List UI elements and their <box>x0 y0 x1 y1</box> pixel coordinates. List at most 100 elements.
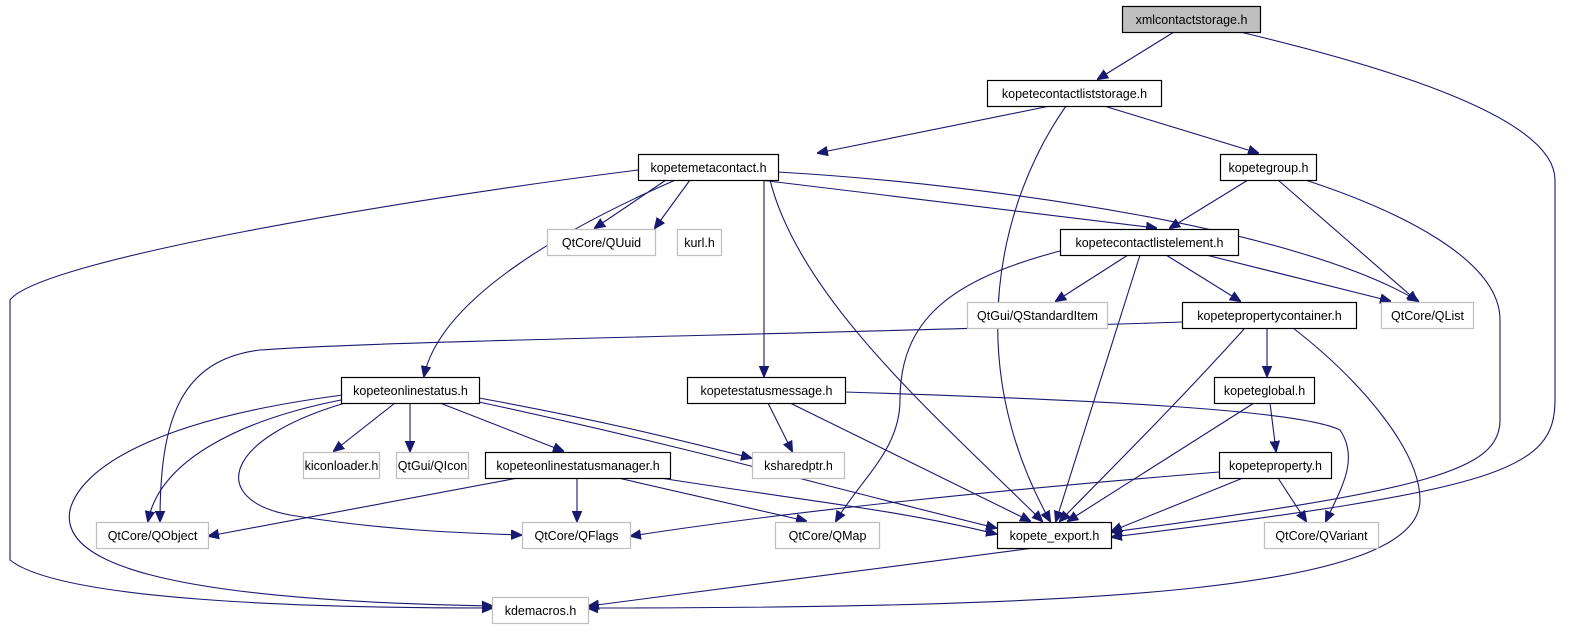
node-qtgui_qicon: QtGui/QIcon <box>395 451 470 480</box>
node-kopeteonlinestatusmanager[interactable]: kopeteonlinestatusmanager.h <box>484 451 672 480</box>
edge-kopetecontactlistelement-to-kopetepropertycontainer <box>1165 254 1240 301</box>
edge-kopeteonlinestatus-to-kopete_export <box>478 401 996 528</box>
node-box <box>1181 301 1358 330</box>
node-kopeteproperty[interactable]: kopeteproperty.h <box>1218 451 1333 480</box>
node-label: kopeteonlinestatus.h <box>353 384 468 398</box>
node-label: kopetecontactliststorage.h <box>1002 87 1147 101</box>
node-box <box>1059 228 1240 257</box>
node-label: kopetecontactlistelement.h <box>1075 236 1223 250</box>
node-label: QtGui/QIcon <box>398 459 468 473</box>
node-label: kopetepropertycontainer.h <box>1197 309 1342 323</box>
node-label: kopete_export.h <box>1010 529 1100 543</box>
edge-kopetecontactliststorage-to-kopete_export <box>997 105 1067 521</box>
node-box <box>774 521 881 550</box>
node-kopete_export[interactable]: kopete_export.h <box>996 521 1113 550</box>
edge-kopeteonlinestatus-to-kdemacros <box>68 394 492 606</box>
node-kopetemetacontact[interactable]: kopetemetacontact.h <box>637 153 780 182</box>
node-label: ksharedptr.h <box>764 459 833 473</box>
nodes-layer: xmlcontactstorage.h kopetecontactliststor… <box>95 5 1475 625</box>
node-box <box>637 153 780 182</box>
node-label: QtGui/QStandardItem <box>977 309 1098 323</box>
edge-kopetemetacontact-to-kurl <box>655 179 691 228</box>
node-box <box>1380 301 1475 330</box>
node-box <box>395 451 470 480</box>
edge-kopetestatusmessage-to-ksharedptr <box>767 402 792 451</box>
node-box <box>491 596 590 625</box>
node-qtcore_qobject: QtCore/QObject <box>95 521 210 550</box>
node-label: kopetegroup.h <box>1229 161 1309 175</box>
node-kurl: kurl.h <box>676 228 723 257</box>
node-kopeteglobal[interactable]: kopeteglobal.h <box>1213 376 1316 405</box>
edge-xmlcontactstorage-to-kopetecontactliststorage <box>1098 31 1175 79</box>
edge-kopetecontactlistelement-to-qtgui_qstandarditem <box>1056 254 1129 301</box>
node-box <box>1121 5 1262 34</box>
node-box <box>966 301 1109 330</box>
node-label: QtCore/QList <box>1391 309 1464 323</box>
node-box <box>95 521 210 550</box>
edge-kopetegroup-to-kopete_export <box>1112 176 1501 532</box>
node-xmlcontactstorage[interactable]: xmlcontactstorage.h <box>1121 5 1262 34</box>
edge-kopetecontactlistelement-to-qtcore_qlist <box>1205 254 1390 301</box>
node-box <box>751 451 846 480</box>
node-box <box>546 228 657 257</box>
edge-kopetecontactlistelement-to-kopete_export <box>1056 254 1141 521</box>
node-label: kiconloader.h <box>305 459 379 473</box>
node-label: QtCore/QUuid <box>562 236 641 250</box>
node-box <box>996 521 1113 550</box>
edge-kopetecontactlistelement-to-qtcore_qmap <box>836 250 1061 521</box>
node-kopetestatusmessage[interactable]: kopetestatusmessage.h <box>686 376 847 405</box>
edge-xmlcontactstorage-to-kopete_export <box>1112 31 1556 537</box>
node-box <box>676 228 723 257</box>
edge-kopetemetacontact-to-kdemacros <box>9 169 639 608</box>
edge-kopetegroup-to-kopetecontactlistelement <box>1170 179 1249 228</box>
node-box <box>686 376 847 405</box>
node-label: QtCore/QMap <box>789 529 867 543</box>
node-box <box>1218 451 1333 480</box>
node-label: QtCore/QFlags <box>534 529 618 543</box>
edge-kopeteglobal-to-kopeteproperty <box>1270 402 1276 451</box>
node-kiconloader: kiconloader.h <box>302 451 381 480</box>
node-label: kdemacros.h <box>505 604 577 618</box>
node-box <box>340 376 481 405</box>
node-box <box>986 79 1163 108</box>
edge-kopeteonlinestatusmanager-to-qtcore_qobject <box>209 477 519 536</box>
node-label: xmlcontactstorage.h <box>1136 13 1248 27</box>
edge-kopetemetacontact-to-qtcore_quuid <box>595 179 667 228</box>
node-label: QtCore/QVariant <box>1275 529 1368 543</box>
node-box <box>484 451 672 480</box>
edge-kopeteonlinestatus-to-qtcore_qflags <box>238 402 521 535</box>
node-box <box>1263 521 1380 550</box>
node-kopetepropertycontainer[interactable]: kopetepropertycontainer.h <box>1181 301 1358 330</box>
edge-kopeteproperty-to-qtcore_qvariant <box>1277 477 1306 521</box>
edge-kopetecontactliststorage-to-kopetemetacontact <box>818 105 1051 153</box>
node-box <box>521 521 632 550</box>
node-qtcore_qvariant: QtCore/QVariant <box>1263 521 1380 550</box>
edge-kopetemetacontact-to-kopete_export <box>769 179 1042 521</box>
node-label: kurl.h <box>684 236 715 250</box>
node-kopetecontactliststorage[interactable]: kopetecontactliststorage.h <box>986 79 1163 108</box>
node-qtcore_qlist: QtCore/QList <box>1380 301 1475 330</box>
edge-kopete_export-to-kdemacros <box>589 547 1035 606</box>
edge-kopeteonlinestatus-to-qtcore_qobject <box>148 399 342 521</box>
edge-kopeteglobal-to-kopete_export <box>1068 402 1255 521</box>
node-label: QtCore/QObject <box>108 529 198 543</box>
node-label: kopeteproperty.h <box>1229 459 1322 473</box>
node-label: kopetestatusmessage.h <box>700 384 832 398</box>
node-label: kopeteglobal.h <box>1224 384 1305 398</box>
edge-kopetepropertycontainer-to-kopete_export <box>1060 327 1246 521</box>
edge-kopetegroup-to-qtcore_qlist <box>1277 179 1417 301</box>
node-label: kopetemetacontact.h <box>650 161 766 175</box>
edge-kopeteonlinestatus-to-kopeteonlinestatusmanager <box>439 402 563 451</box>
node-kopetegroup[interactable]: kopetegroup.h <box>1219 153 1318 182</box>
node-kopetecontactlistelement[interactable]: kopetecontactlistelement.h <box>1059 228 1240 257</box>
edge-kopetemetacontact-to-kopeteonlinestatus <box>424 177 681 376</box>
edge-kopeteonlinestatus-to-ksharedptr <box>478 397 751 458</box>
edge-kopeteonlinestatusmanager-to-qtcore_qmap <box>617 477 806 521</box>
edge-kopeteonlinestatus-to-kiconloader <box>334 402 396 451</box>
node-box <box>302 451 381 480</box>
node-box <box>1213 376 1316 405</box>
edge-kopeteonlinestatusmanager-to-kopete_export <box>659 477 996 534</box>
edge-kopetemetacontact-to-qtcore_qlist <box>777 171 1418 301</box>
node-qtgui_qstandarditem: QtGui/QStandardItem <box>966 301 1109 330</box>
node-kopeteonlinestatus[interactable]: kopeteonlinestatus.h <box>340 376 481 405</box>
